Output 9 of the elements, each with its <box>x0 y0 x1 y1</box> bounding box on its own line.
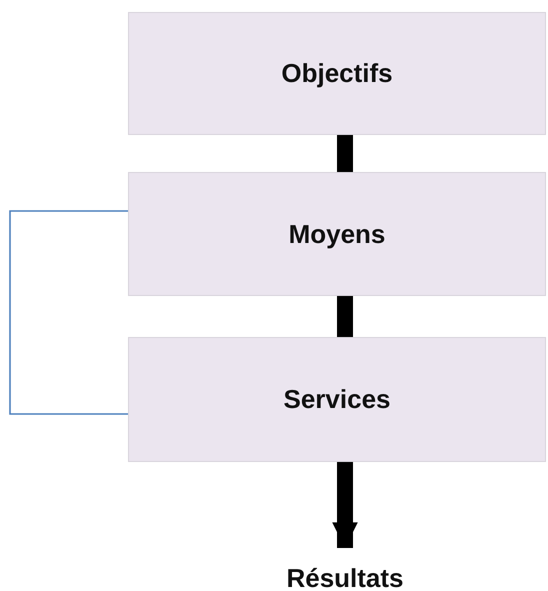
box-label: Services <box>284 384 390 415</box>
process-box <box>128 12 546 135</box>
process-box <box>128 172 546 296</box>
box-label: Moyens <box>288 218 386 250</box>
result-label: Résultats <box>260 560 430 591</box>
connector-arrow <box>332 462 358 548</box>
bracket-line <box>9 210 128 415</box>
process-box <box>128 337 546 462</box>
box-label: Objectifs <box>281 58 393 89</box>
